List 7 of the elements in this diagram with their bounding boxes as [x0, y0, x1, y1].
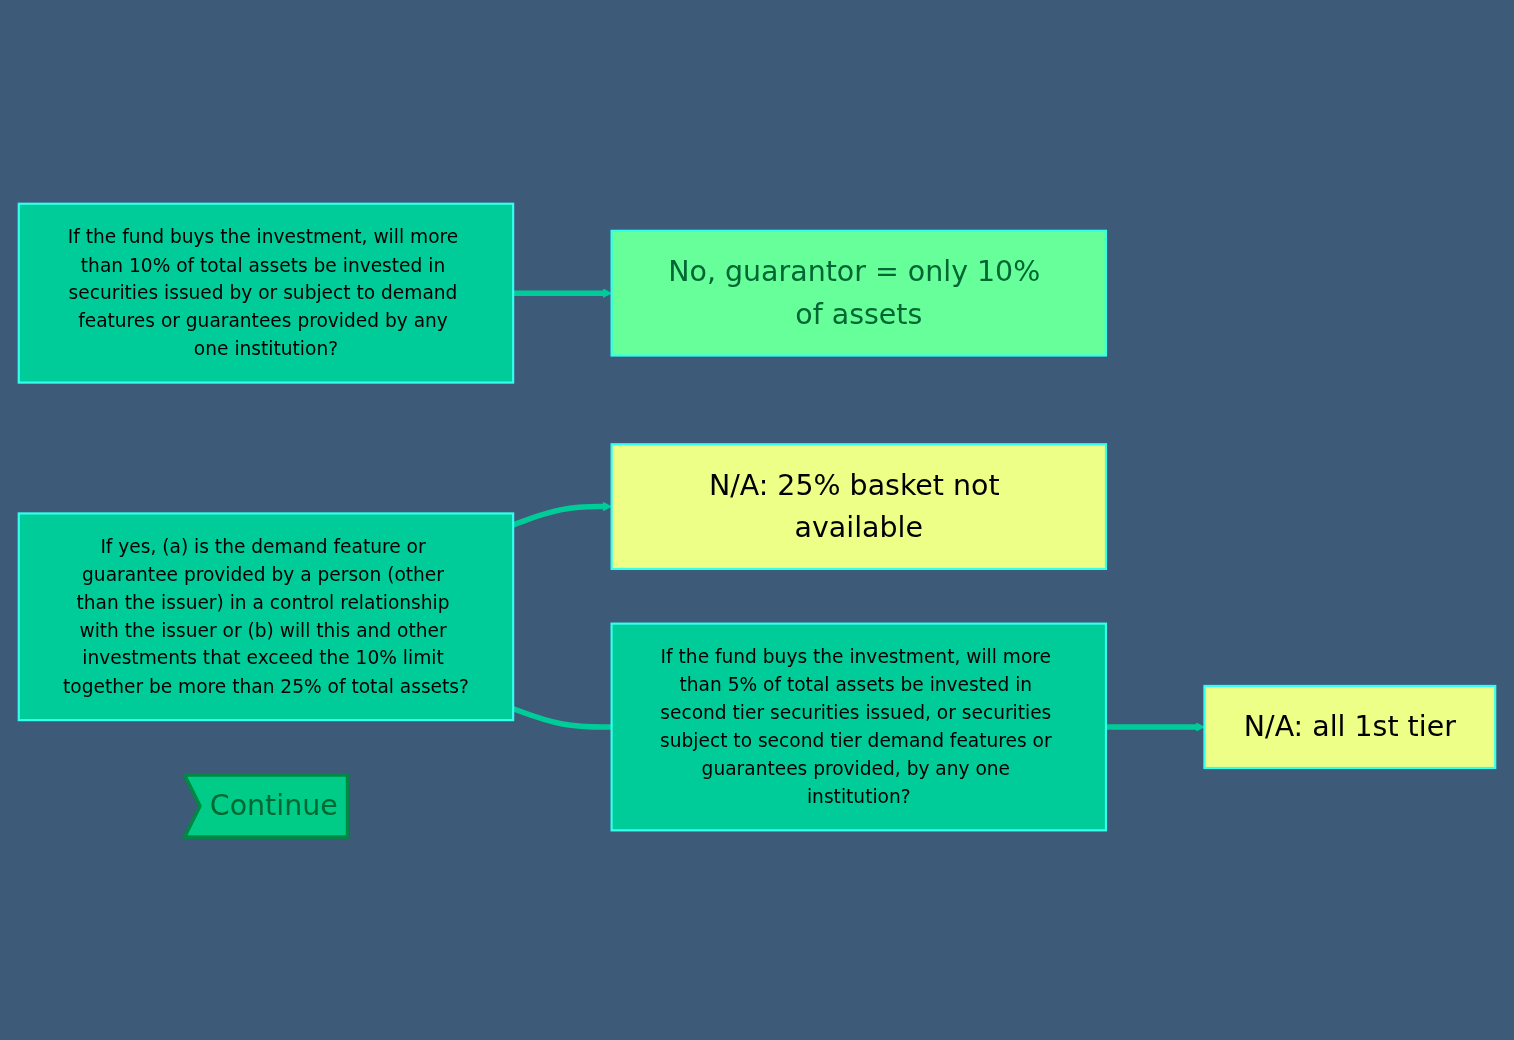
arrow — [1106, 721, 1205, 732]
node-box: If yes, (a) is the demand feature or guarantee provided by a person (other than the issuer) in a control relationship with the issuer or (b) will this and other investments that exceed the 10% limit together be more than 25% of total assets? — [17, 511, 515, 721]
node-box: If the fund buys the investment, will more than 5% of total assets be invested in second tier securities issued, or securities subject to second tier demand features or guarantees provided, by any one institution? — [610, 622, 1108, 831]
node-box: No, guarantor = only 10% of assets — [610, 229, 1108, 357]
node-box: N/A: all 1st tier — [1203, 684, 1497, 769]
node-box: If the fund buys the investment, will more than 10% of total assets be invested in securities issued by or subject to demand features or guarantees provided by any one institution? — [17, 202, 515, 384]
node-box: N/A: 25% basket not available — [610, 442, 1108, 570]
